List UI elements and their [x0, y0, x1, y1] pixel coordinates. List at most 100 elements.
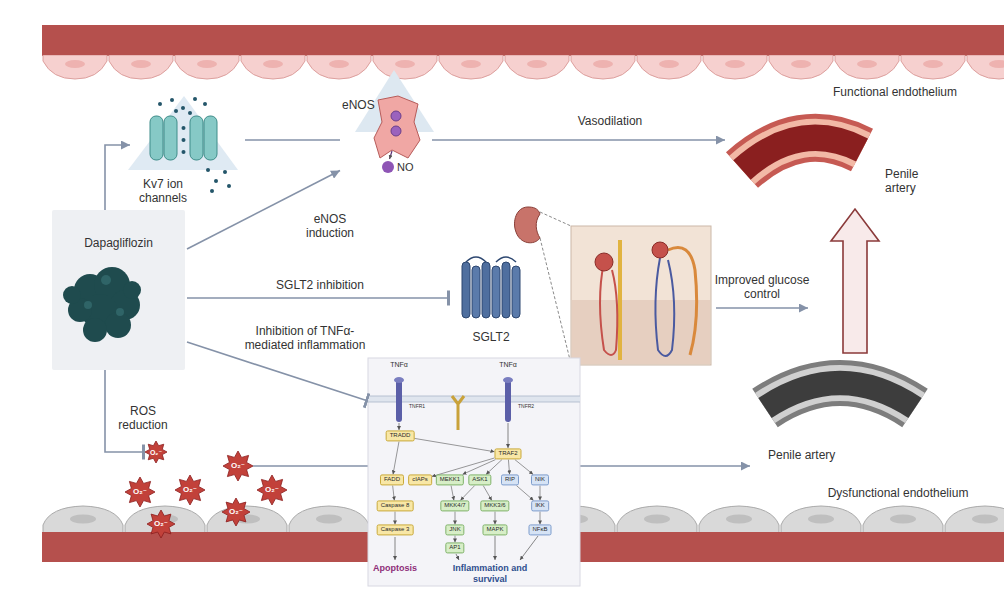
- tubule: [668, 248, 697, 356]
- molecule-lobe: [83, 318, 107, 342]
- connector: [508, 460, 509, 475]
- artery: Penile artery: [750, 356, 948, 472]
- star-outline: [222, 498, 250, 526]
- connector: [395, 512, 396, 525]
- connector: [516, 486, 533, 501]
- connector: [540, 512, 541, 525]
- connector: [393, 442, 399, 475]
- node-label: TNFα: [493, 361, 523, 369]
- artery-intima: [765, 383, 915, 408]
- ros-label: O₂⁻: [229, 508, 243, 516]
- node-label: JNK: [449, 526, 460, 533]
- ros-label: O₂⁻: [231, 462, 245, 470]
- edge-label: Vasodilation: [578, 114, 643, 128]
- edge-label: ROS reduction: [113, 404, 173, 432]
- connector: [432, 139, 725, 141]
- note-label: Functional endothelium: [833, 85, 957, 99]
- helix: [492, 266, 500, 318]
- pathway-box: NFκB: [529, 524, 552, 535]
- receptor: [505, 380, 511, 422]
- node-label: TNFR1: [409, 404, 425, 410]
- ros-label: O₂⁻: [265, 486, 279, 494]
- ion-dot: [158, 102, 162, 106]
- node-label: Caspase 8: [381, 502, 410, 509]
- glomerulus: [652, 242, 668, 258]
- helix: [462, 262, 470, 318]
- node-label: IKK: [535, 502, 545, 509]
- signal-arrow: [395, 537, 396, 560]
- node-label: TRADD: [390, 432, 411, 439]
- edge-label: eNOS induction: [301, 212, 359, 240]
- blood-vessel: [655, 258, 674, 356]
- connector: [486, 460, 502, 475]
- ion-dot: [188, 111, 192, 115]
- edge-label: SGLT2 inhibition: [276, 278, 364, 292]
- ion-dot: [193, 97, 197, 101]
- connector: [187, 297, 450, 299]
- pathway-art: [368, 358, 580, 586]
- connector: [393, 486, 395, 501]
- ion-dot: [206, 168, 210, 172]
- node-label: SGLT2: [450, 330, 532, 344]
- protein-loop: [466, 257, 486, 262]
- note-label: Improved glucose control: [712, 273, 812, 301]
- star-outline: [145, 441, 167, 463]
- note-label: NO: [397, 161, 414, 174]
- molecule-lobe: [116, 308, 124, 316]
- highlight-triangle: [128, 96, 238, 170]
- no-molecule: [382, 161, 394, 173]
- helix: [482, 262, 490, 318]
- node-label: Penile artery: [885, 167, 937, 195]
- connector: [540, 486, 541, 501]
- artery-lumen: [742, 138, 862, 170]
- node-label: Inflammation and survival: [452, 563, 528, 584]
- kidney-icon: [515, 207, 541, 243]
- receptor-head: [394, 377, 404, 383]
- ion-dot: [223, 170, 227, 174]
- pathway-panel-ground: [368, 358, 580, 586]
- enzyme: eNOS: [340, 72, 432, 180]
- adaptor-protein: [452, 396, 464, 430]
- collecting-duct: [618, 240, 622, 360]
- artery-lumen: [765, 383, 915, 408]
- pathway-box: FADD: [380, 474, 404, 485]
- zoom-line: [540, 238, 571, 364]
- glomerulus: [595, 253, 613, 271]
- blood-vessel: [600, 262, 617, 355]
- helix: [472, 266, 480, 318]
- pathway-box: TRAF2: [494, 448, 521, 459]
- ros-star: O₂⁻: [145, 441, 167, 463]
- molecule-lobe: [105, 312, 131, 338]
- molecule-highlight: [84, 275, 124, 316]
- pathway-box: cIAPs: [408, 474, 432, 485]
- ion-dot: [182, 138, 186, 142]
- connector: [451, 486, 454, 501]
- receptor-head: [503, 377, 513, 383]
- cofactor-dot: [391, 111, 401, 121]
- ion-dot: [203, 102, 207, 106]
- ion-dot: [174, 109, 178, 113]
- ros-star: O₂⁻: [147, 510, 175, 538]
- node-label: TRAF2: [498, 450, 517, 457]
- molecule-lobe: [101, 275, 111, 285]
- connector: [245, 139, 340, 141]
- channel-subunit: [190, 116, 203, 160]
- signal-arrow: [456, 554, 459, 560]
- ros-star: O₂⁻: [257, 475, 287, 505]
- star-outline: [223, 451, 253, 481]
- pathway-box: Caspase 3: [377, 524, 414, 535]
- node-label: MEKK1: [440, 476, 460, 483]
- pathway-box: MEKK1: [436, 474, 464, 485]
- helix: [512, 266, 520, 318]
- ion-channel: Kv7 ion channels: [130, 95, 245, 207]
- node-label: TNFR2: [518, 404, 534, 410]
- artery-wall: [742, 138, 862, 170]
- artery: Penile artery: [725, 100, 948, 205]
- node-label: RIP: [505, 476, 515, 483]
- connector: [515, 460, 533, 475]
- pathway-panel: TNFαTNFαTNFR1TNFR2ApoptosisInflammation …: [368, 358, 580, 586]
- artery-intima: [742, 138, 862, 170]
- molecule-lobe: [63, 286, 81, 304]
- pathway-box: MKK4/7: [440, 500, 469, 511]
